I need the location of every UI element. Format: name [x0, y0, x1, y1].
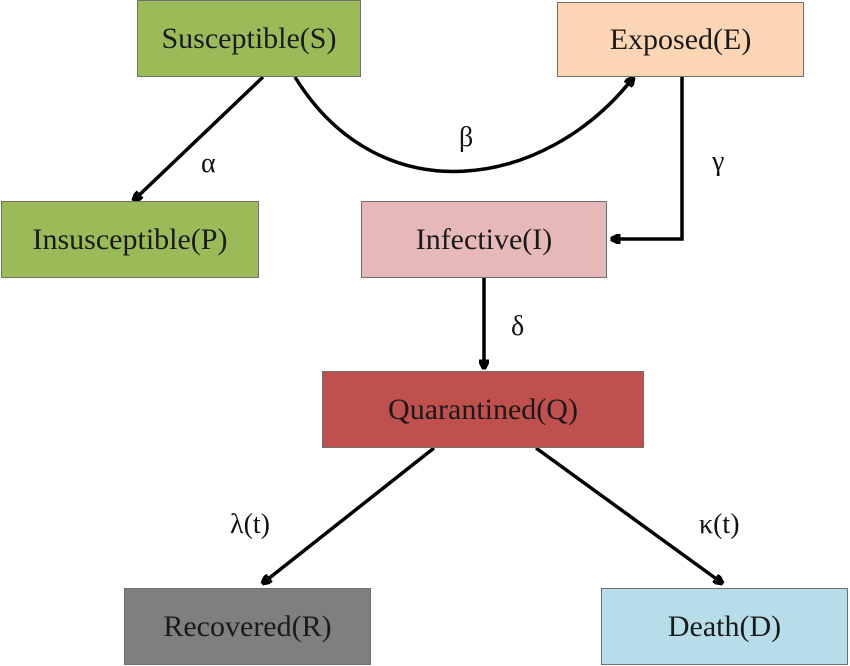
node-death: Death(D)	[601, 588, 848, 665]
edge-label-delta: δ	[511, 311, 525, 342]
edge-label-beta: β	[459, 122, 474, 153]
node-susceptible-label: Susceptible(S)	[161, 21, 337, 55]
edge-label-gamma: γ	[712, 146, 725, 177]
node-recovered: Recovered(R)	[124, 588, 371, 665]
arrow-s-to-p	[134, 75, 265, 200]
node-quarantined: Quarantined(Q)	[322, 371, 644, 448]
edge-label-kappa: κ(t)	[699, 509, 740, 540]
node-recovered-label: Recovered(R)	[163, 609, 332, 643]
node-exposed-label: Exposed(E)	[609, 22, 752, 56]
node-insusceptible: Insusceptible(P)	[1, 201, 259, 278]
edge-label-lambda: λ(t)	[230, 509, 271, 540]
node-death-label: Death(D)	[667, 609, 782, 643]
node-quarantined-label: Quarantined(Q)	[388, 392, 578, 426]
node-insusceptible-label: Insusceptible(P)	[32, 222, 228, 256]
arrow-s-to-e	[293, 77, 633, 174]
arrow-q-to-r	[263, 446, 436, 583]
edge-label-alpha: α	[201, 148, 216, 179]
node-infective: Infective(I)	[361, 201, 607, 278]
node-exposed: Exposed(E)	[557, 2, 804, 77]
arrow-q-to-d	[534, 446, 722, 583]
node-susceptible: Susceptible(S)	[137, 0, 361, 77]
node-infective-label: Infective(I)	[415, 222, 553, 256]
arrow-e-to-i	[612, 77, 684, 239]
